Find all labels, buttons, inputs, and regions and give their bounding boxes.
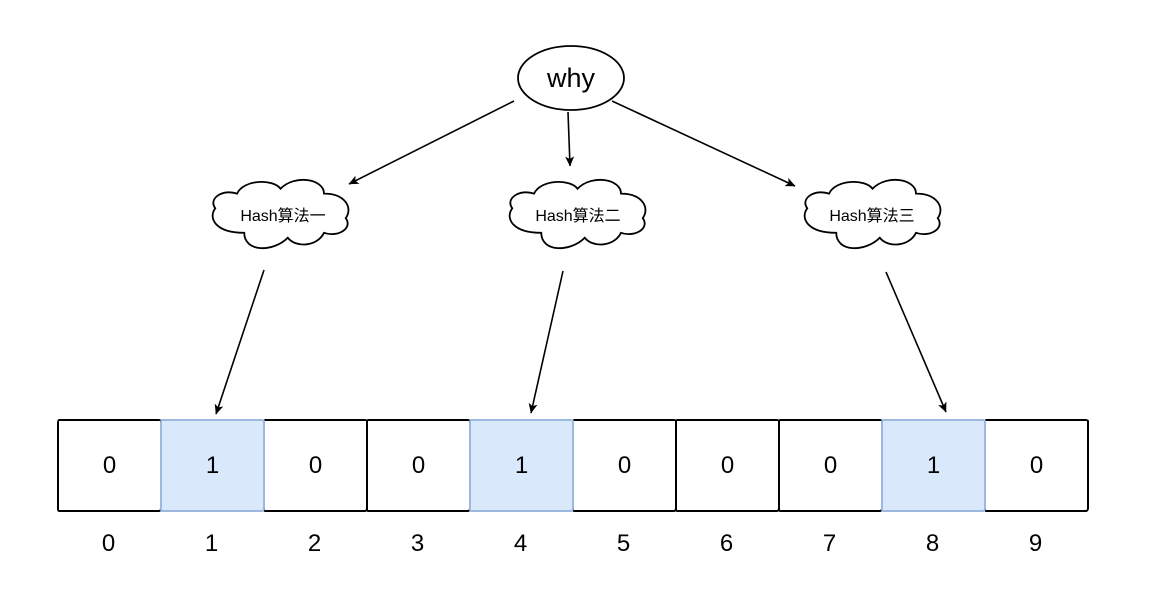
bit-cell: 1 <box>469 419 574 512</box>
bit-array: 0 1 0 0 1 0 0 0 1 0 <box>57 419 1089 512</box>
index-label: 5 <box>616 530 631 557</box>
bit-cell: 0 <box>572 419 677 512</box>
arrow-hash1-to-cell1 <box>214 269 265 415</box>
index-row: 0 1 2 3 4 5 6 7 8 9 <box>57 530 1087 558</box>
bit-cell: 0 <box>263 419 368 512</box>
index-label: 7 <box>822 530 837 557</box>
index-label: 8 <box>925 530 940 557</box>
index-label: 9 <box>1028 530 1043 557</box>
index-label: 4 <box>513 530 528 557</box>
hash2-label: Hash算法二 <box>535 206 620 225</box>
bit-cell: 0 <box>57 419 162 512</box>
hash1-label: Hash算法一 <box>240 206 325 225</box>
bit-cell: 0 <box>984 419 1089 512</box>
index-label: 0 <box>101 530 116 557</box>
bit-cell: 0 <box>366 419 471 512</box>
hash3-label: Hash算法三 <box>829 206 914 225</box>
arrow-root-to-hash3 <box>611 100 796 187</box>
root-ellipse <box>517 45 625 111</box>
arrow-hash3-to-cell8 <box>885 271 947 413</box>
index-label: 1 <box>204 530 219 557</box>
bit-cell: 1 <box>881 419 986 512</box>
bit-cell: 0 <box>675 419 780 512</box>
bit-cell: 0 <box>778 419 883 512</box>
bit-cell: 1 <box>160 419 265 512</box>
arrow-root-to-hash2 <box>565 111 575 167</box>
index-label: 2 <box>307 530 322 557</box>
index-label: 3 <box>410 530 425 557</box>
root-label: why <box>546 63 596 93</box>
arrow-hash2-to-cell4 <box>528 270 564 414</box>
arrow-root-to-hash1 <box>348 100 515 185</box>
index-label: 6 <box>719 530 734 557</box>
